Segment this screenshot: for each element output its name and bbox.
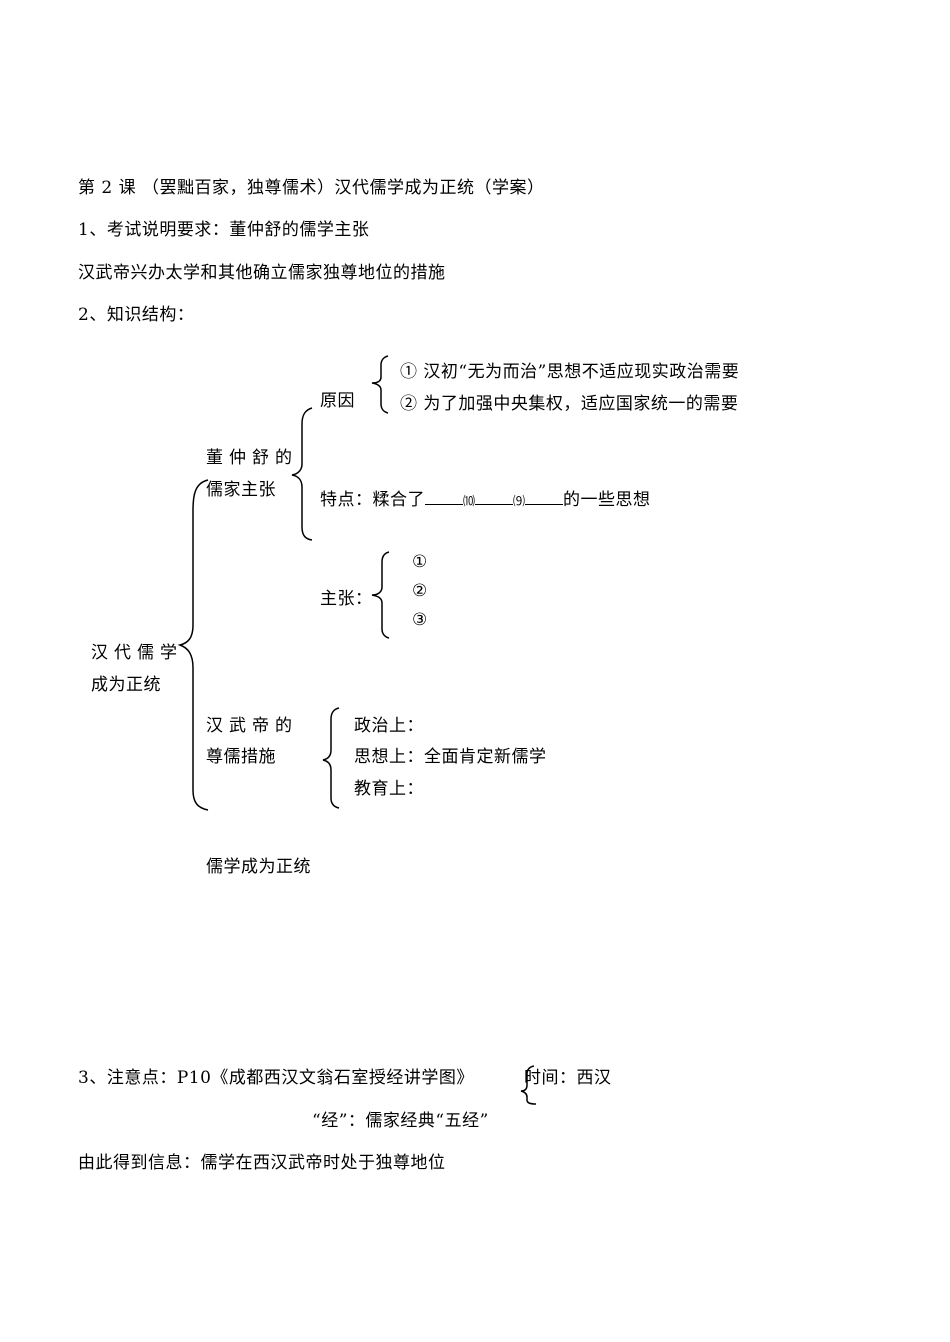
claims-brace [371, 551, 390, 639]
wudi-item-education: 教育上： [354, 779, 424, 799]
wudi-label-line1: 汉武帝的 [206, 716, 298, 736]
feature-mark-1: ⑽ [463, 494, 476, 508]
dong-label-line2: 儒家主张 [206, 480, 276, 500]
exam-requirement-heading: 1、考试说明要求：董仲舒的儒学主张 [78, 220, 370, 240]
dong-label-line1: 董仲舒的 [206, 448, 298, 468]
reason-brace [371, 355, 389, 414]
claims-item-3: ③ [412, 610, 428, 630]
feature-blank-3[interactable] [525, 488, 564, 505]
feature-blank-2[interactable] [475, 488, 514, 505]
notes-jing: “经”：儒家经典“五经” [312, 1111, 489, 1131]
feature-prefix: 特点：糅合了 [320, 490, 425, 510]
claims-item-2: ② [412, 581, 428, 601]
root-brace [177, 479, 209, 811]
wudi-item-thought: 思想上：全面肯定新儒学 [354, 747, 547, 767]
dong-brace [291, 407, 313, 541]
page-title: 第 2 课 （罢黜百家，独尊儒术）汉代儒学成为正统（学案） [78, 178, 545, 198]
feature-blank-1[interactable] [425, 488, 463, 505]
reason-label: 原因 [320, 391, 355, 411]
claims-item-1: ① [412, 552, 428, 572]
result-text: 儒学成为正统 [206, 857, 311, 877]
notes-conclusion: 由此得到信息：儒学在西汉武帝时处于独尊地位 [78, 1153, 446, 1173]
feature-line: 特点：糅合了 ⑽ ⑼ 的一些思想 [320, 488, 651, 512]
root-label-line2: 成为正统 [91, 675, 161, 695]
knowledge-structure-heading: 2、知识结构： [78, 305, 195, 325]
reason-item-2: ② 为了加强中央集权，适应国家统一的需要 [400, 394, 739, 414]
exam-requirement-line2: 汉武帝兴办太学和其他确立儒家独尊地位的措施 [78, 263, 446, 283]
wudi-label-line2: 尊儒措施 [206, 747, 276, 767]
notes-time: 时间：西汉 [524, 1068, 612, 1088]
wudi-brace [322, 707, 340, 809]
claims-label: 主张： [320, 589, 373, 609]
feature-mark-2: ⑼ [513, 494, 526, 508]
reason-item-1: ① 汉初“无为而治”思想不适应现实政治需要 [400, 362, 740, 382]
wudi-item-politics: 政治上： [354, 716, 424, 736]
feature-suffix: 的一些思想 [563, 490, 651, 510]
root-label-line1: 汉代儒学 [91, 643, 183, 663]
notes-heading: 3、注意点：P10《成都西汉文翁石室授经讲学图》 [78, 1068, 474, 1088]
